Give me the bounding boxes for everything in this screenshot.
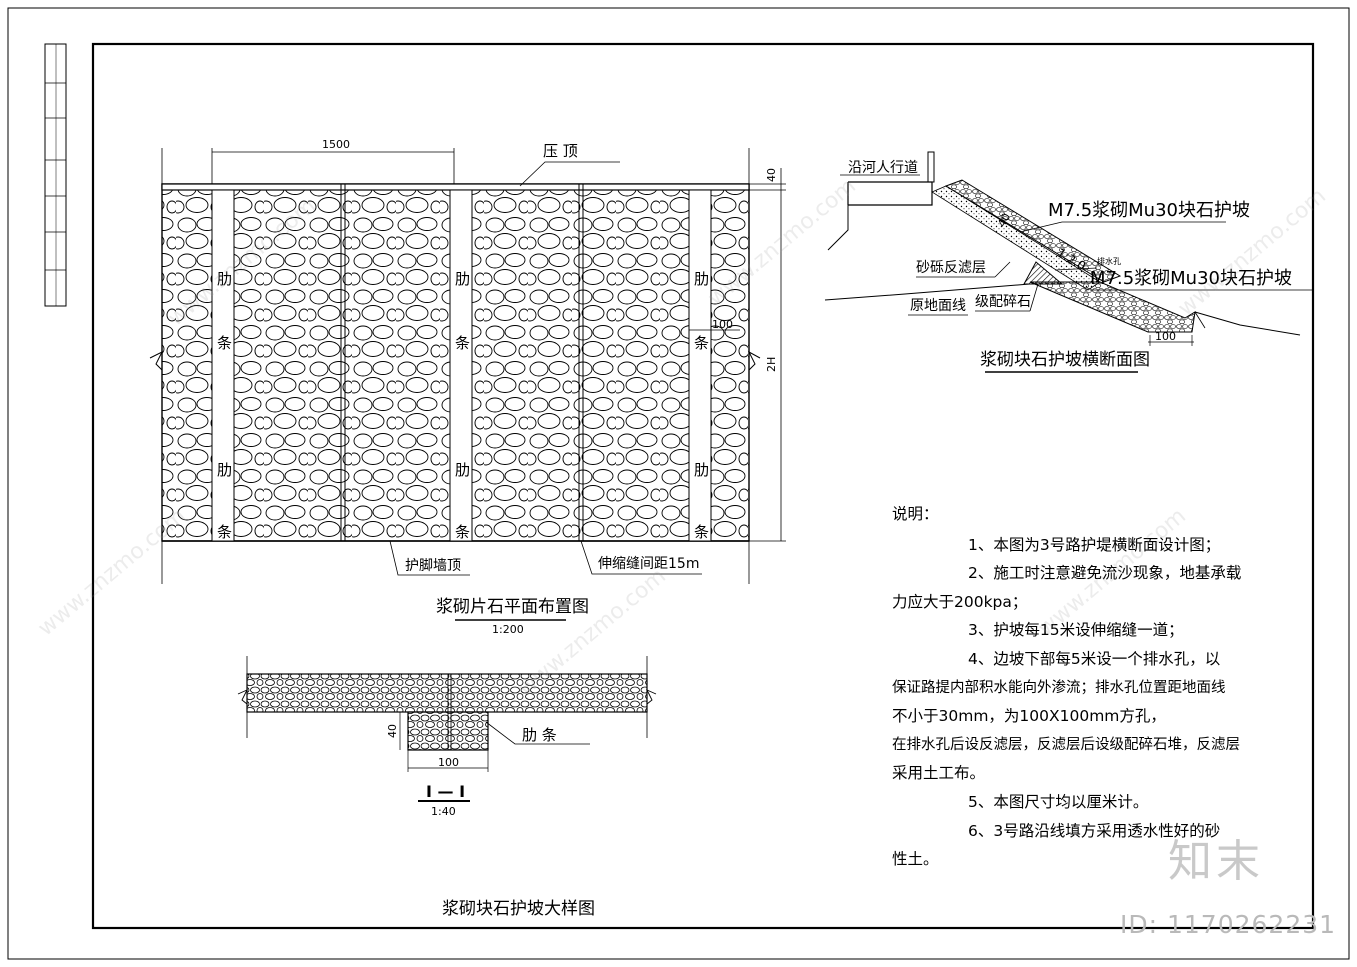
rib-strips	[211, 189, 712, 542]
walkway-label: 沿河人行道	[848, 160, 918, 176]
note-line-4: 3、护坡每15米设伸缩缝一道；	[968, 621, 1184, 640]
dim-rib-100: 100	[712, 318, 733, 331]
note-line-3: 力应大于200kpa；	[892, 592, 1028, 611]
dim-right-2h: 2H	[765, 357, 778, 372]
rib-char-2b: 条	[455, 334, 470, 352]
title-strip	[44, 43, 67, 307]
notes-heading: 说明：	[892, 505, 939, 523]
note-line-5: 4、边坡下部每5米设一个排水孔，以	[968, 649, 1221, 668]
coping-band	[161, 183, 750, 191]
coping-leader	[519, 161, 620, 187]
section-title: I — I	[426, 782, 465, 801]
break-mark-right	[747, 350, 761, 371]
dim-right-40: 40	[765, 168, 778, 182]
note-line-9: 采用土工布。	[892, 764, 986, 783]
rib-char-3b: 条	[694, 334, 709, 352]
ground-line	[824, 283, 1031, 301]
brand-logo: 知末	[1168, 836, 1264, 887]
gravel-label: 级配碎石	[975, 294, 1031, 310]
toe-dim: 100	[1155, 330, 1176, 343]
foot-leader	[389, 540, 470, 576]
note-line-8: 在排水孔后设反滤层，反滤层后设级配碎石堆，反滤层	[892, 736, 1240, 753]
break-mark-left	[149, 350, 164, 371]
section-rib-label: 肋 条	[522, 726, 557, 744]
rib-char-1d: 条	[217, 523, 232, 541]
plan-scale: 1:200	[492, 623, 524, 636]
cross-section: 沿河人行道 M7.5浆砌Mu30块石护坡 40 1:2.0 排水孔 M7.5浆砌…	[824, 151, 1312, 373]
rib-char-3a: 肋	[694, 270, 709, 288]
note-line-6: 保证路提内部积水能向外渗流；排水孔位置距地面线	[892, 679, 1226, 696]
rib-char-3c: 肋	[694, 461, 709, 479]
plan-view: 肋 条 肋 条 肋 条 肋 条 肋 条 肋 条 1500 压 顶 40 2H	[149, 138, 786, 636]
rib-char-1b: 条	[217, 334, 232, 352]
thickness-label: 40	[995, 211, 1013, 229]
main-title: 浆砌块石护坡大样图	[442, 899, 595, 919]
note-line-1: 1、本图为3号路护堤横断面设计图；	[968, 535, 1221, 554]
joint-leader	[580, 540, 702, 575]
note-line-11: 6、3号路沿线填方采用透水性好的砂	[968, 821, 1221, 840]
section-dim-40: 40	[386, 724, 399, 738]
rib-char-1c: 肋	[217, 461, 232, 479]
section-scale: 1:40	[431, 805, 456, 818]
section-detail: 40 100 肋 条 I — I 1:40	[237, 656, 657, 818]
plan-title: 浆砌片石平面布置图	[436, 597, 589, 617]
joint-label: 伸缩缝间距15m	[598, 556, 699, 572]
expansion-joints	[340, 184, 584, 541]
image-id-tag: ID: 1170262231	[1120, 910, 1337, 939]
rib-char-3d: 条	[694, 523, 709, 541]
ground-label: 原地面线	[910, 298, 966, 314]
foot-label: 护脚墙顶	[405, 558, 461, 574]
filter-label: 砂砾反滤层	[916, 260, 986, 276]
rib-char-2c: 肋	[455, 461, 470, 479]
note-line-10: 5、本图尺寸均以厘米计。	[968, 792, 1149, 811]
rib-char-2a: 肋	[455, 270, 470, 288]
note-line-7: 不小于30mm，为100X100mm方孔，	[892, 707, 1166, 726]
outer-frame	[7, 7, 1350, 960]
section-dim-100: 100	[438, 756, 459, 769]
dim-1500: 1500	[322, 138, 350, 151]
rib-char-1a: 肋	[217, 270, 232, 288]
note-line-2: 2、施工时注意避免流沙现象，地基承载	[968, 564, 1242, 583]
coping-label: 压 顶	[543, 142, 578, 160]
lower-lining-label: M7.5浆砌Mu30块石护坡	[1090, 268, 1292, 289]
upper-lining-label: M7.5浆砌Mu30块石护坡	[1048, 200, 1250, 221]
cross-title: 浆砌块石护坡横断面图	[980, 350, 1150, 370]
note-line-12: 性土。	[892, 850, 939, 869]
drain-label: 排水孔	[1097, 256, 1121, 266]
inner-frame	[91, 42, 1315, 930]
rib-char-2d: 条	[455, 523, 470, 541]
design-notes: 说明： 1、本图为3号路护堤横断面设计图； 2、施工时注意避免流沙现象，地基承载…	[892, 500, 1332, 874]
